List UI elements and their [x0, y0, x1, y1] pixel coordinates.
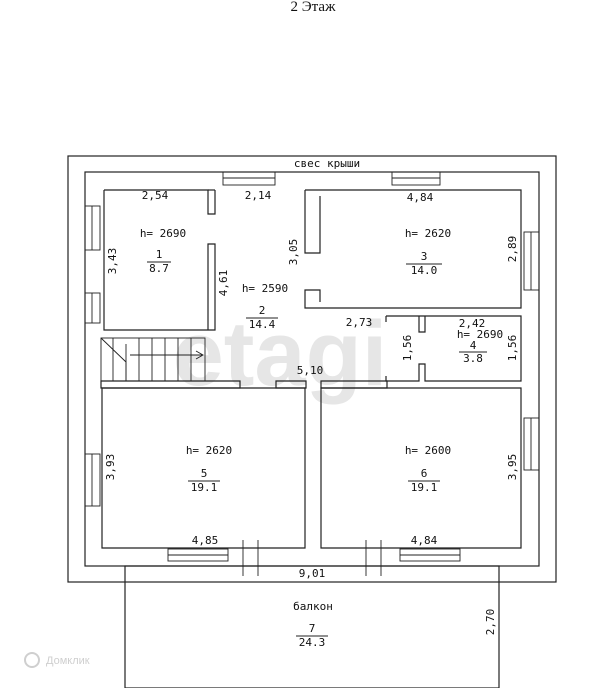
windows	[84, 171, 540, 562]
balcony-outline	[124, 565, 500, 688]
room-3-area: 14.0	[411, 264, 438, 277]
dim-r1-top: 2,54	[142, 189, 169, 202]
dim-hall-bottom: 5,10	[297, 364, 324, 377]
dim-mid: 2,73	[346, 316, 373, 329]
room-6-walls	[320, 387, 522, 549]
room-2-number: 2	[259, 304, 266, 317]
room-3-height: h= 2620	[405, 227, 451, 240]
house-icon	[24, 652, 40, 668]
room-7-area: 24.3	[299, 636, 326, 649]
room-6-area: 19.1	[411, 481, 438, 494]
dim-hall-left: 4,61	[217, 270, 230, 297]
dim-r5-side: 3,93	[104, 454, 117, 481]
dim-hall-right: 3,05	[287, 239, 300, 266]
roof-overhang-outline	[67, 155, 557, 583]
dim-r6-side: 3,95	[506, 454, 519, 481]
room-5-height: h= 2620	[186, 444, 232, 457]
dim-r3-top: 4,84	[407, 191, 434, 204]
dim-r6-bottom: 4,84	[411, 534, 438, 547]
room-2-area: 14.4	[249, 318, 276, 331]
dim-r1-side: 3,43	[106, 248, 119, 275]
room-4-height: h= 2690	[457, 328, 503, 341]
dim-r5-bottom: 4,85	[192, 534, 219, 547]
roof-overhang-label: свес крыши	[294, 157, 360, 170]
room-5-number: 5	[201, 467, 208, 480]
balcony-doors	[242, 540, 382, 576]
room-6-height: h= 2600	[405, 444, 451, 457]
staircase	[100, 337, 206, 382]
room-4-walls	[385, 315, 522, 382]
dim-total-width: 9,01	[299, 567, 326, 580]
dim-r4-right: 1,56	[506, 335, 519, 362]
floor-title: 2 Этаж	[291, 0, 337, 15]
room-3-number: 3	[421, 250, 428, 263]
dim-r3-side: 2,89	[506, 236, 519, 263]
corner-watermark-text: Домклик	[46, 655, 90, 667]
room-1-area: 8.7	[149, 262, 169, 275]
room-2-height: h= 2590	[242, 282, 288, 295]
room-1-height: h= 2690	[140, 227, 186, 240]
room-5-walls	[101, 387, 306, 549]
corner-watermark: Домклик	[24, 652, 90, 668]
balcony-label: балкон	[293, 600, 333, 613]
room-5-area: 19.1	[191, 481, 218, 494]
dim-balcony-side: 2,70	[484, 609, 497, 636]
room-1-number: 1	[156, 248, 163, 261]
room-7-number: 7	[309, 622, 316, 635]
room-1-walls	[103, 189, 216, 331]
room-6-number: 6	[421, 467, 428, 480]
dim-hall-top: 2,14	[245, 189, 272, 202]
dim-r4-top: 2,42	[459, 317, 486, 330]
dim-r4-left: 1,56	[401, 335, 414, 362]
room-3-walls	[304, 189, 522, 309]
room-4-number: 4	[470, 339, 477, 352]
room-4-area: 3.8	[463, 352, 483, 365]
